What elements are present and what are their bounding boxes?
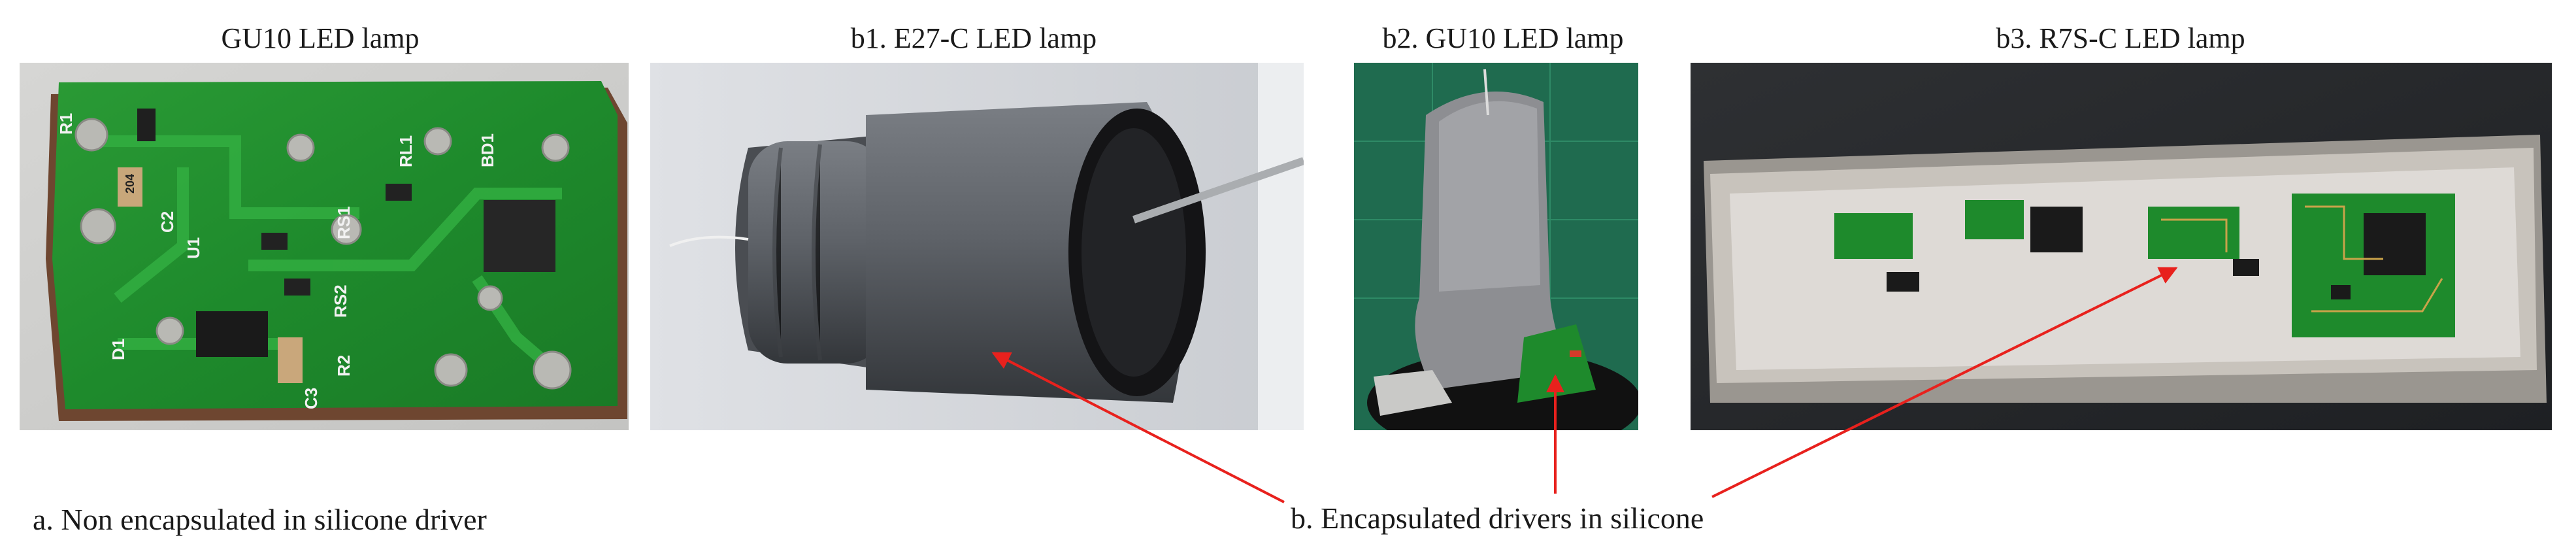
pcb-mark: U1 [184, 237, 203, 259]
pcb-mark: R1 [56, 113, 76, 135]
caption-non-encapsulated: a. Non encapsulated in silicone driver [33, 503, 487, 536]
title-r7sc: b3. R7S-C LED lamp [1996, 22, 2245, 54]
pcb-mark: C2 [157, 211, 177, 233]
pcb-mark: RS1 [334, 206, 354, 239]
pcb-mark: RS2 [331, 284, 350, 318]
photo-gu10-encapsulated [1354, 63, 1638, 430]
caption-encapsulated: b. Encapsulated drivers in silicone [1291, 501, 1704, 535]
pcb-mark: C3 [301, 388, 321, 409]
title-e27c: b1. E27-C LED lamp [850, 22, 1097, 54]
pcb-mark: BD1 [478, 133, 497, 167]
pcb-mark: R2 [334, 355, 354, 377]
title-gu10-encapsulated: b2. GU10 LED lamp [1382, 22, 1624, 54]
photo-e27c-lamp [650, 63, 1304, 430]
pcb-mark: RL1 [396, 135, 416, 167]
pcb-mark: D1 [108, 339, 128, 360]
pcb-mark: 204 [124, 174, 137, 194]
title-gu10-nonencapsulated: GU10 LED lamp [221, 22, 420, 54]
photo-gu10-pcb: R1 204 C2 U1 RS2 RS1 RL1 BD1 D1 R2 C3 [20, 63, 629, 430]
photo-r7sc-lamp [1691, 63, 2552, 430]
